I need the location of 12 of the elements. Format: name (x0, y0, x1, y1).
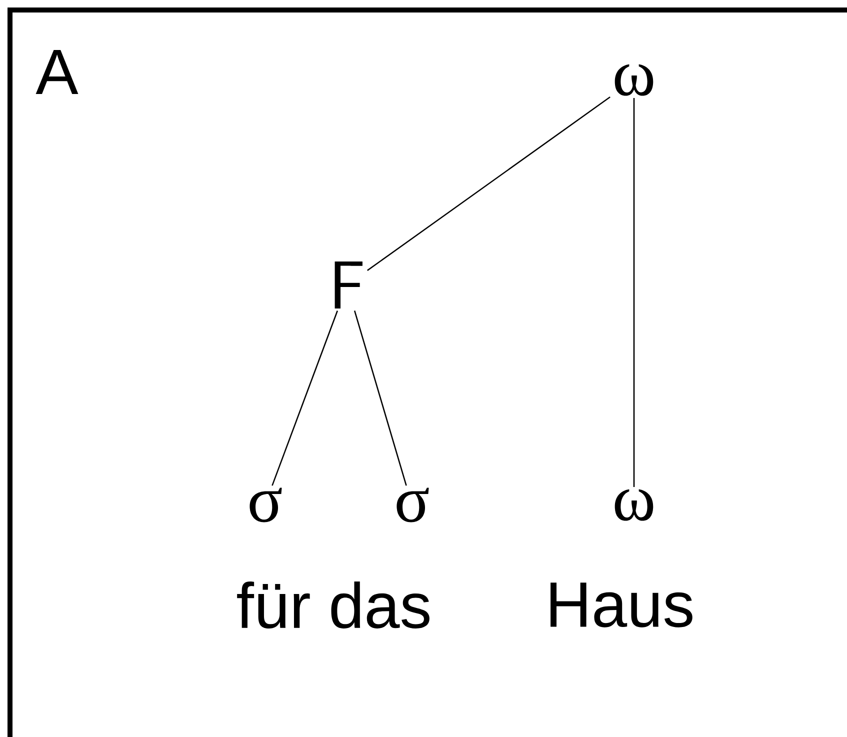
panel-letter: A (36, 50, 78, 94)
tree-node-label: F (334, 261, 362, 309)
tree-branch (354, 310, 407, 486)
tree-branch (272, 310, 338, 486)
tree-node-label: σ (250, 488, 282, 522)
tree-branch (367, 96, 610, 271)
word-label: für das (237, 581, 430, 628)
tree-branch (633, 98, 635, 487)
tree-node-label: ω (614, 64, 654, 96)
tree-node-label: ω (614, 489, 654, 521)
word-label: Haus (550, 582, 692, 628)
tree-node-label: σ (396, 488, 429, 522)
